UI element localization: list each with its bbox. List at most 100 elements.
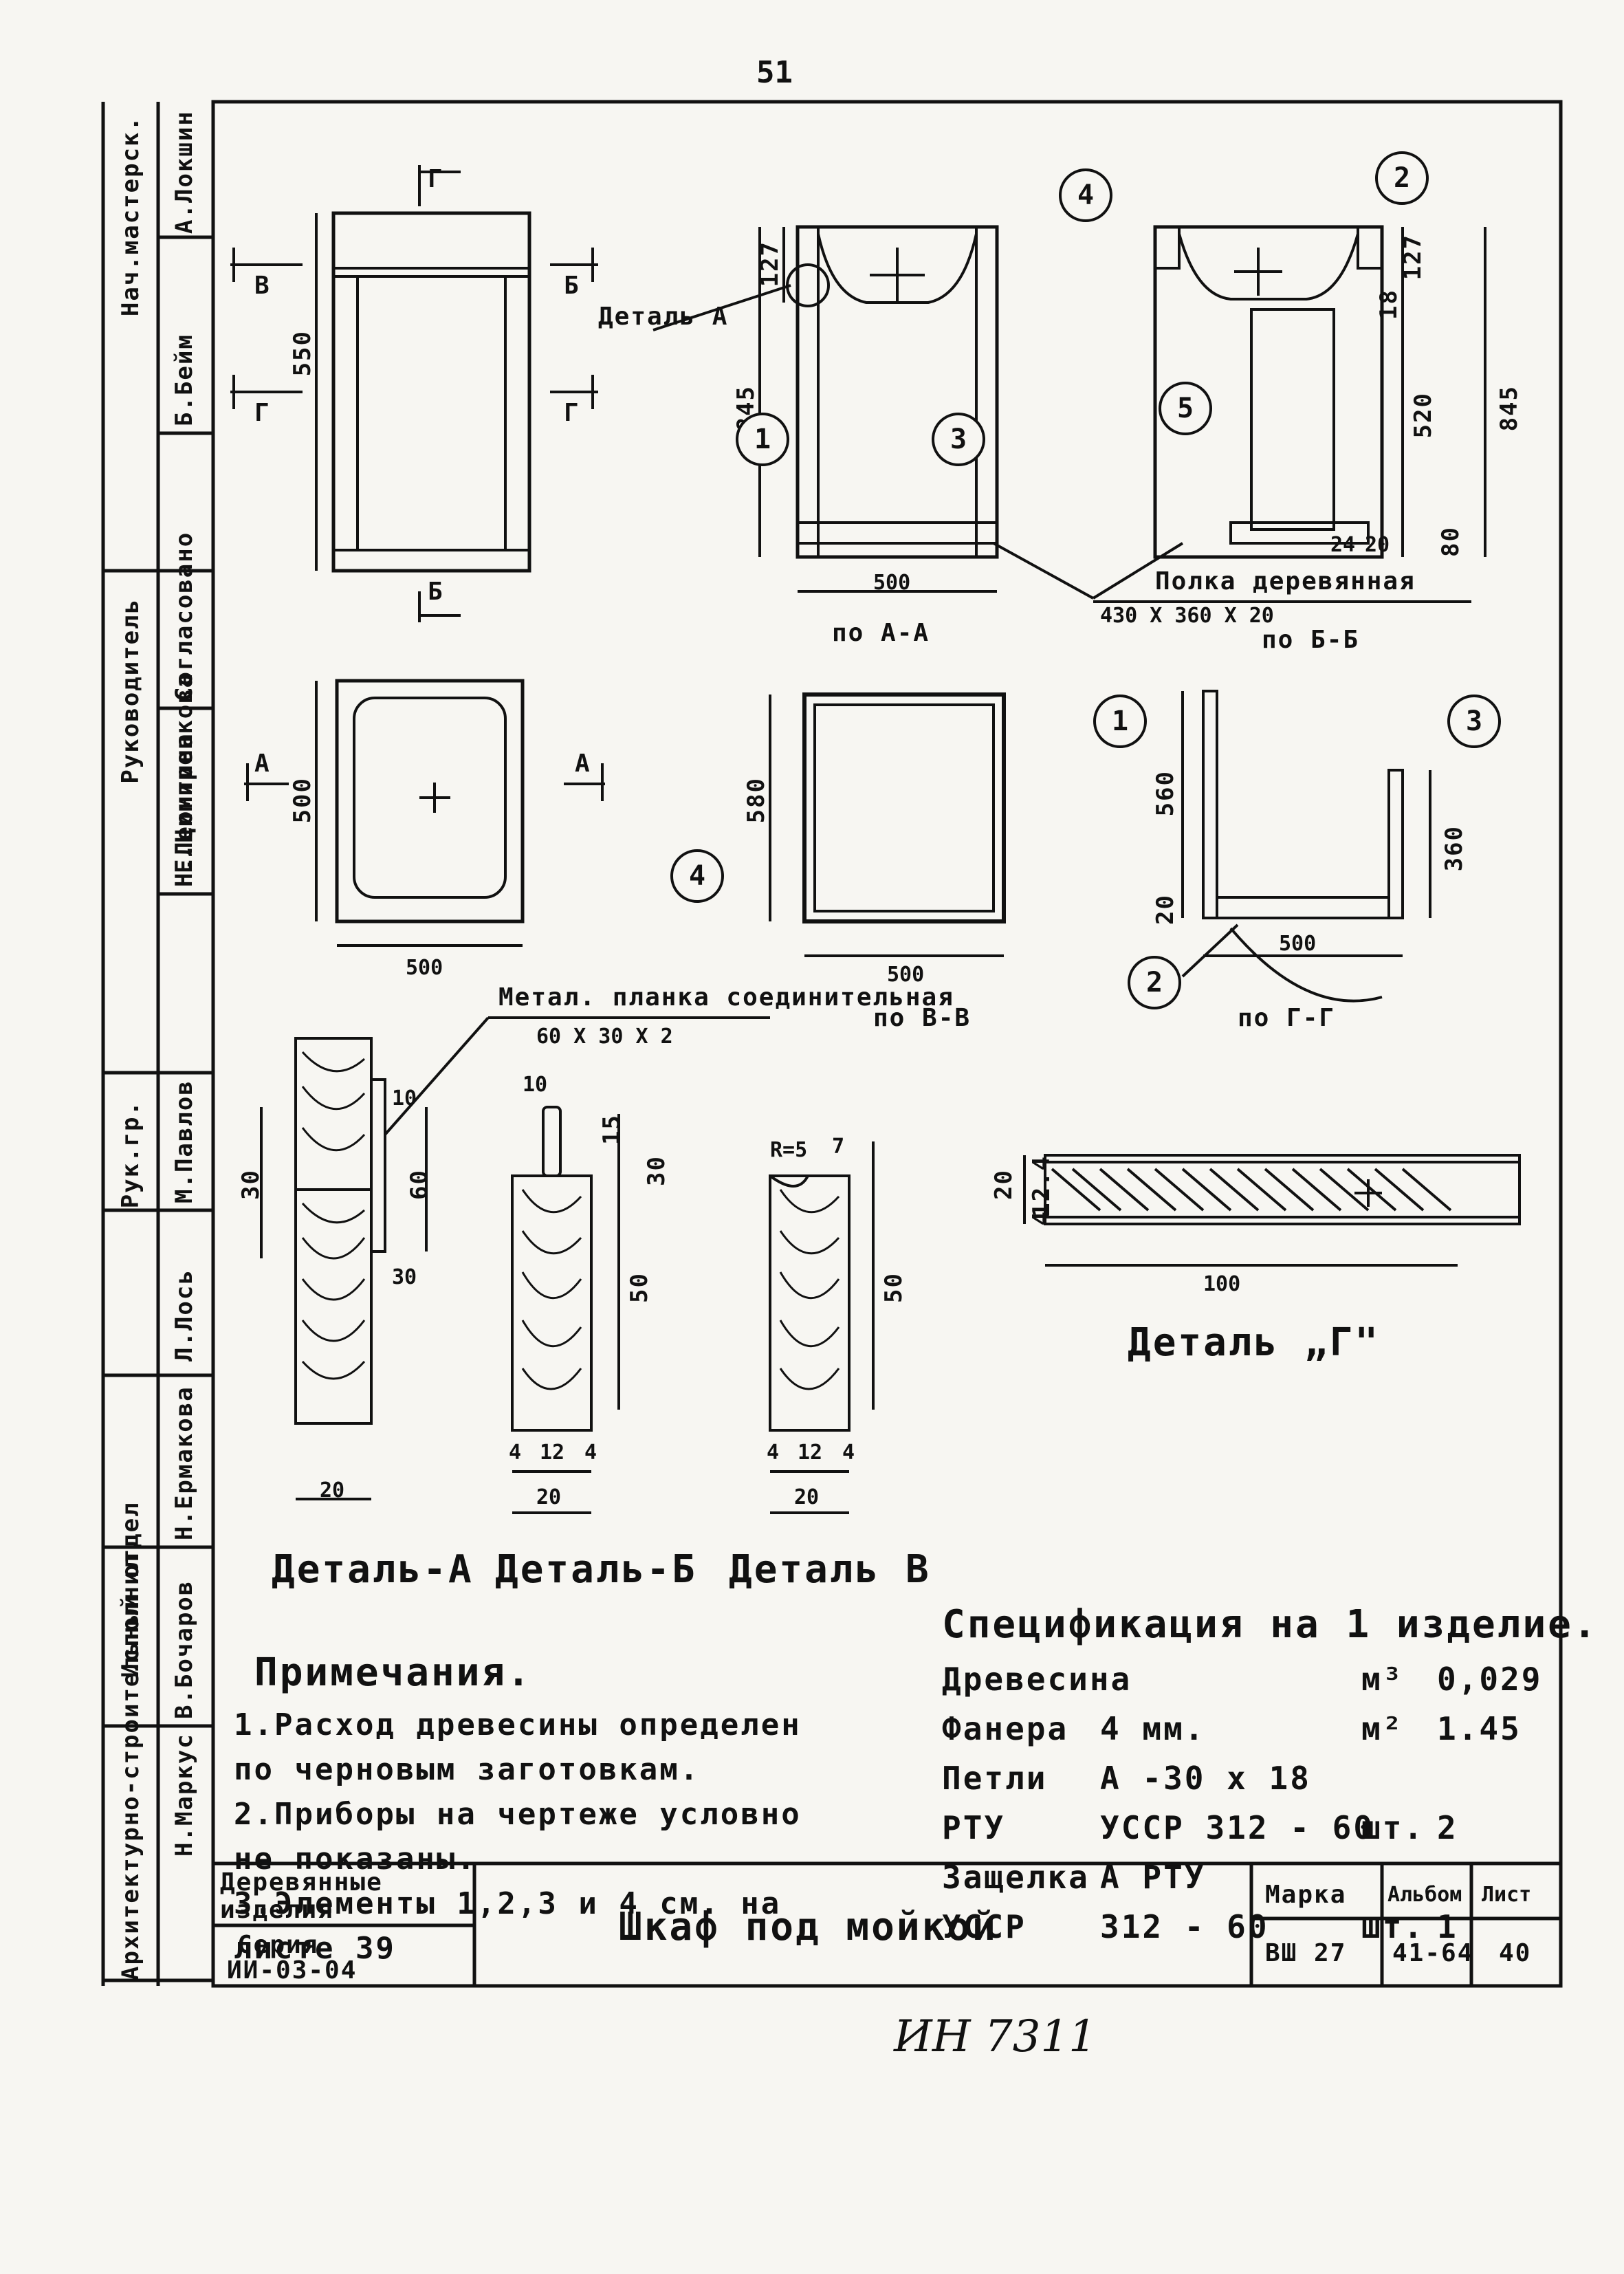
dimension-label: 100 (1203, 1272, 1241, 1296)
sheet-frame (211, 100, 1563, 1988)
specification-block: Спецификация на 1 изделие. Древесина м³ … (942, 1602, 1599, 1945)
drawing-title: Шкаф под мойкой (619, 1905, 998, 1949)
dimension-label: 845 (1495, 385, 1523, 432)
section-mark: Г (564, 399, 580, 427)
title-block-series: ИИ-03-04 (227, 1956, 358, 1985)
title-block-marka: ВШ 27 (1265, 1939, 1347, 1967)
stamp-signature: Н.Ермакова (171, 1386, 198, 1540)
dimension-label: 20 (536, 1485, 562, 1509)
page-number: 51 (756, 55, 793, 90)
callout-3: 3 (1447, 695, 1501, 748)
dimension-label: 580 (743, 777, 770, 824)
detail-caption: Деталь В (729, 1547, 931, 1592)
detail-caption: Деталь-А (272, 1547, 474, 1592)
stamp-signature: А.Локшин (171, 110, 198, 234)
note-line: по черновым заготовкам. (234, 1752, 701, 1787)
spec-name: Петли (942, 1760, 1048, 1797)
spec-qty: 1.45 (1437, 1710, 1522, 1747)
section-caption: по Б-Б (1262, 626, 1360, 654)
title-block-album: 41-64 (1392, 1939, 1474, 1967)
note-line: листе 39 (234, 1931, 396, 1966)
detail-a-callout: Деталь А (598, 303, 729, 331)
spec-unit (1361, 1760, 1437, 1797)
dimension-label: 4 (1028, 1210, 1055, 1226)
dimension-label: 50 (880, 1272, 908, 1303)
title-block-sheet: 40 (1499, 1939, 1532, 1967)
section-caption: по А-А (832, 619, 930, 647)
title-block-album-label: Альбом (1387, 1883, 1462, 1907)
title-block-marka-label: Марка (1265, 1881, 1347, 1909)
dimension-label: 560 (1152, 770, 1179, 817)
spec-detail: А РТУ (1100, 1859, 1206, 1896)
callout-3: 3 (932, 413, 985, 466)
spec-unit: м³ (1361, 1661, 1404, 1698)
dimension-label: 12 (540, 1441, 565, 1465)
callout-1: 1 (736, 413, 789, 466)
callout-1: 1 (1093, 695, 1147, 748)
dimension-label: 80 (1437, 526, 1464, 557)
spec-qty: 2 (1437, 1809, 1458, 1846)
callout-4: 4 (670, 849, 724, 903)
note-line: 1.Расход древесины определен (234, 1707, 802, 1742)
section-mark: Б (564, 272, 580, 300)
dimension-label: 10 (523, 1073, 548, 1097)
note-line: 2.Приборы на чертеже условно (234, 1797, 802, 1832)
callout-2: 2 (1128, 956, 1181, 1009)
detail-a-size: 60 X 30 X 2 (536, 1025, 673, 1049)
stamp-signature: М.Павлов (171, 1080, 198, 1203)
section-mark: Г (428, 165, 444, 193)
note-line: не показаны. (234, 1841, 477, 1877)
spec-name: Защелка (942, 1859, 1090, 1896)
notes-title: Примечания. (254, 1650, 532, 1695)
title-block-sheet-label: Лист (1482, 1883, 1532, 1907)
dimension-label: R=5 (770, 1138, 808, 1162)
dimension-label: 500 (873, 571, 911, 595)
detail-caption: Деталь „Г" (1128, 1320, 1381, 1365)
dimension-label: 500 (289, 777, 316, 824)
dimension-label: 20 (320, 1478, 345, 1502)
callout-4: 4 (1059, 168, 1112, 222)
section-mark: В (254, 272, 271, 300)
section-caption: по В-В (873, 1004, 972, 1032)
dimension-label: 20 (1365, 533, 1390, 557)
notes-block: Примечания. 1.Расход древесины определен… (234, 1650, 853, 1966)
specification-title: Спецификация на 1 изделие. (942, 1602, 1599, 1647)
callout-2: 2 (1375, 151, 1429, 205)
shelf-size: 430 X 360 X 20 (1100, 604, 1274, 628)
section-caption: по Г-Г (1238, 1004, 1336, 1032)
spec-qty (1437, 1760, 1533, 1797)
specification-table: Древесина м³ 0,029 Фанера 4 мм. м² 1.45 … (942, 1661, 1547, 1945)
dimension-label: 4 (584, 1441, 597, 1465)
dimension-label: 360 (1440, 825, 1468, 872)
dimension-label: 24 (1330, 533, 1356, 557)
dimension-label: 12 (798, 1441, 823, 1465)
spec-detail: А -30 x 18 (1100, 1760, 1311, 1797)
stamp-role-3: Рук.гр. (117, 1100, 144, 1209)
stamp-role-2: Руководитель (117, 598, 144, 784)
dimension-label: 127 (756, 241, 784, 287)
dimension-label: 10 (392, 1086, 417, 1111)
dimension-label: 4 (842, 1441, 855, 1465)
dimension-label: 520 (1409, 392, 1437, 439)
detail-caption: Деталь-Б (495, 1547, 697, 1592)
stamp-role-1: Нач.мастерск. (117, 116, 144, 317)
title-block-series-label: Серия (237, 1931, 319, 1959)
dimension-label: 500 (406, 956, 443, 980)
dimension-label: 60 (406, 1169, 433, 1200)
dimension-label: 4 (767, 1441, 780, 1465)
spec-detail: 4 мм. (1100, 1710, 1206, 1747)
dimension-label: 20 (794, 1485, 820, 1509)
dimension-label: 500 (887, 963, 925, 987)
dimension-label: 12.4 (1028, 1155, 1055, 1217)
section-mark: А (575, 750, 591, 778)
section-mark: Б (428, 578, 444, 606)
spec-unit: шт. (1361, 1908, 1425, 1945)
dimension-label: 500 (1279, 932, 1317, 956)
spec-name: Древесина (942, 1661, 1132, 1698)
dimension-label: 50 (626, 1272, 653, 1303)
spec-name: Фанера (942, 1710, 1069, 1747)
stamp-signature: В.Бочаров (171, 1579, 198, 1719)
stamp-signature: Л.Лось (171, 1269, 198, 1362)
spec-detail (1100, 1661, 1361, 1698)
